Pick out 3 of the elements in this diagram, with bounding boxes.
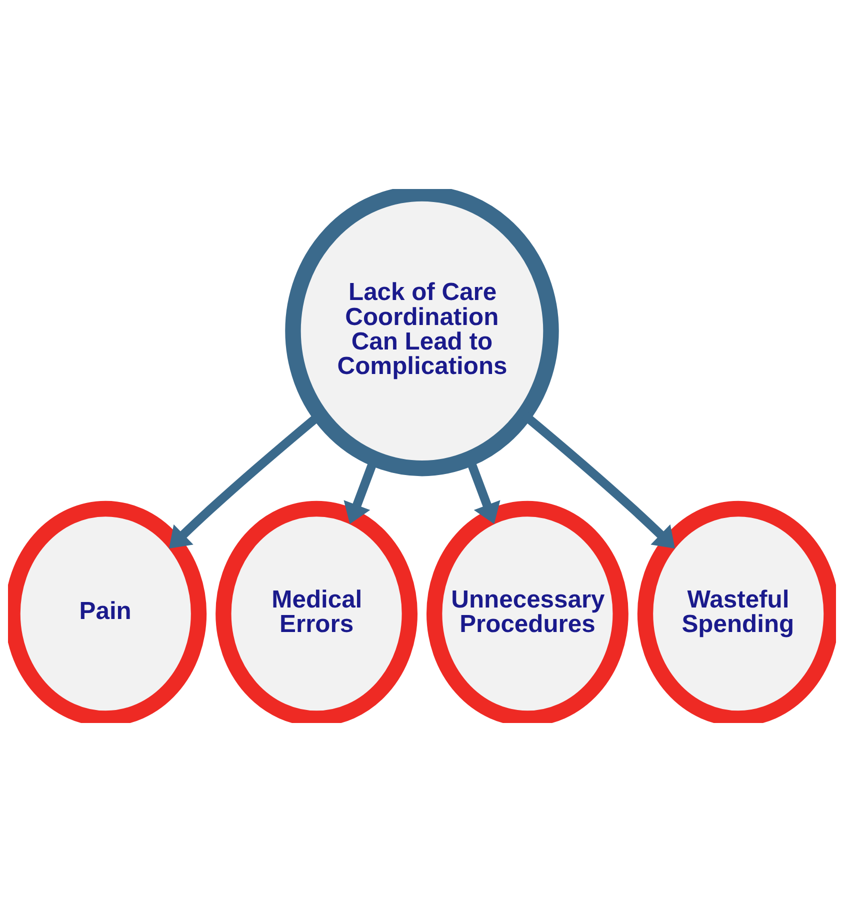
node-ellipse: Pain — [8, 500, 207, 722]
node-circle: Lack of Care Coordination Can Lead to Complications — [285, 188, 559, 476]
node-ellipse: Wasteful Spending — [637, 500, 836, 722]
